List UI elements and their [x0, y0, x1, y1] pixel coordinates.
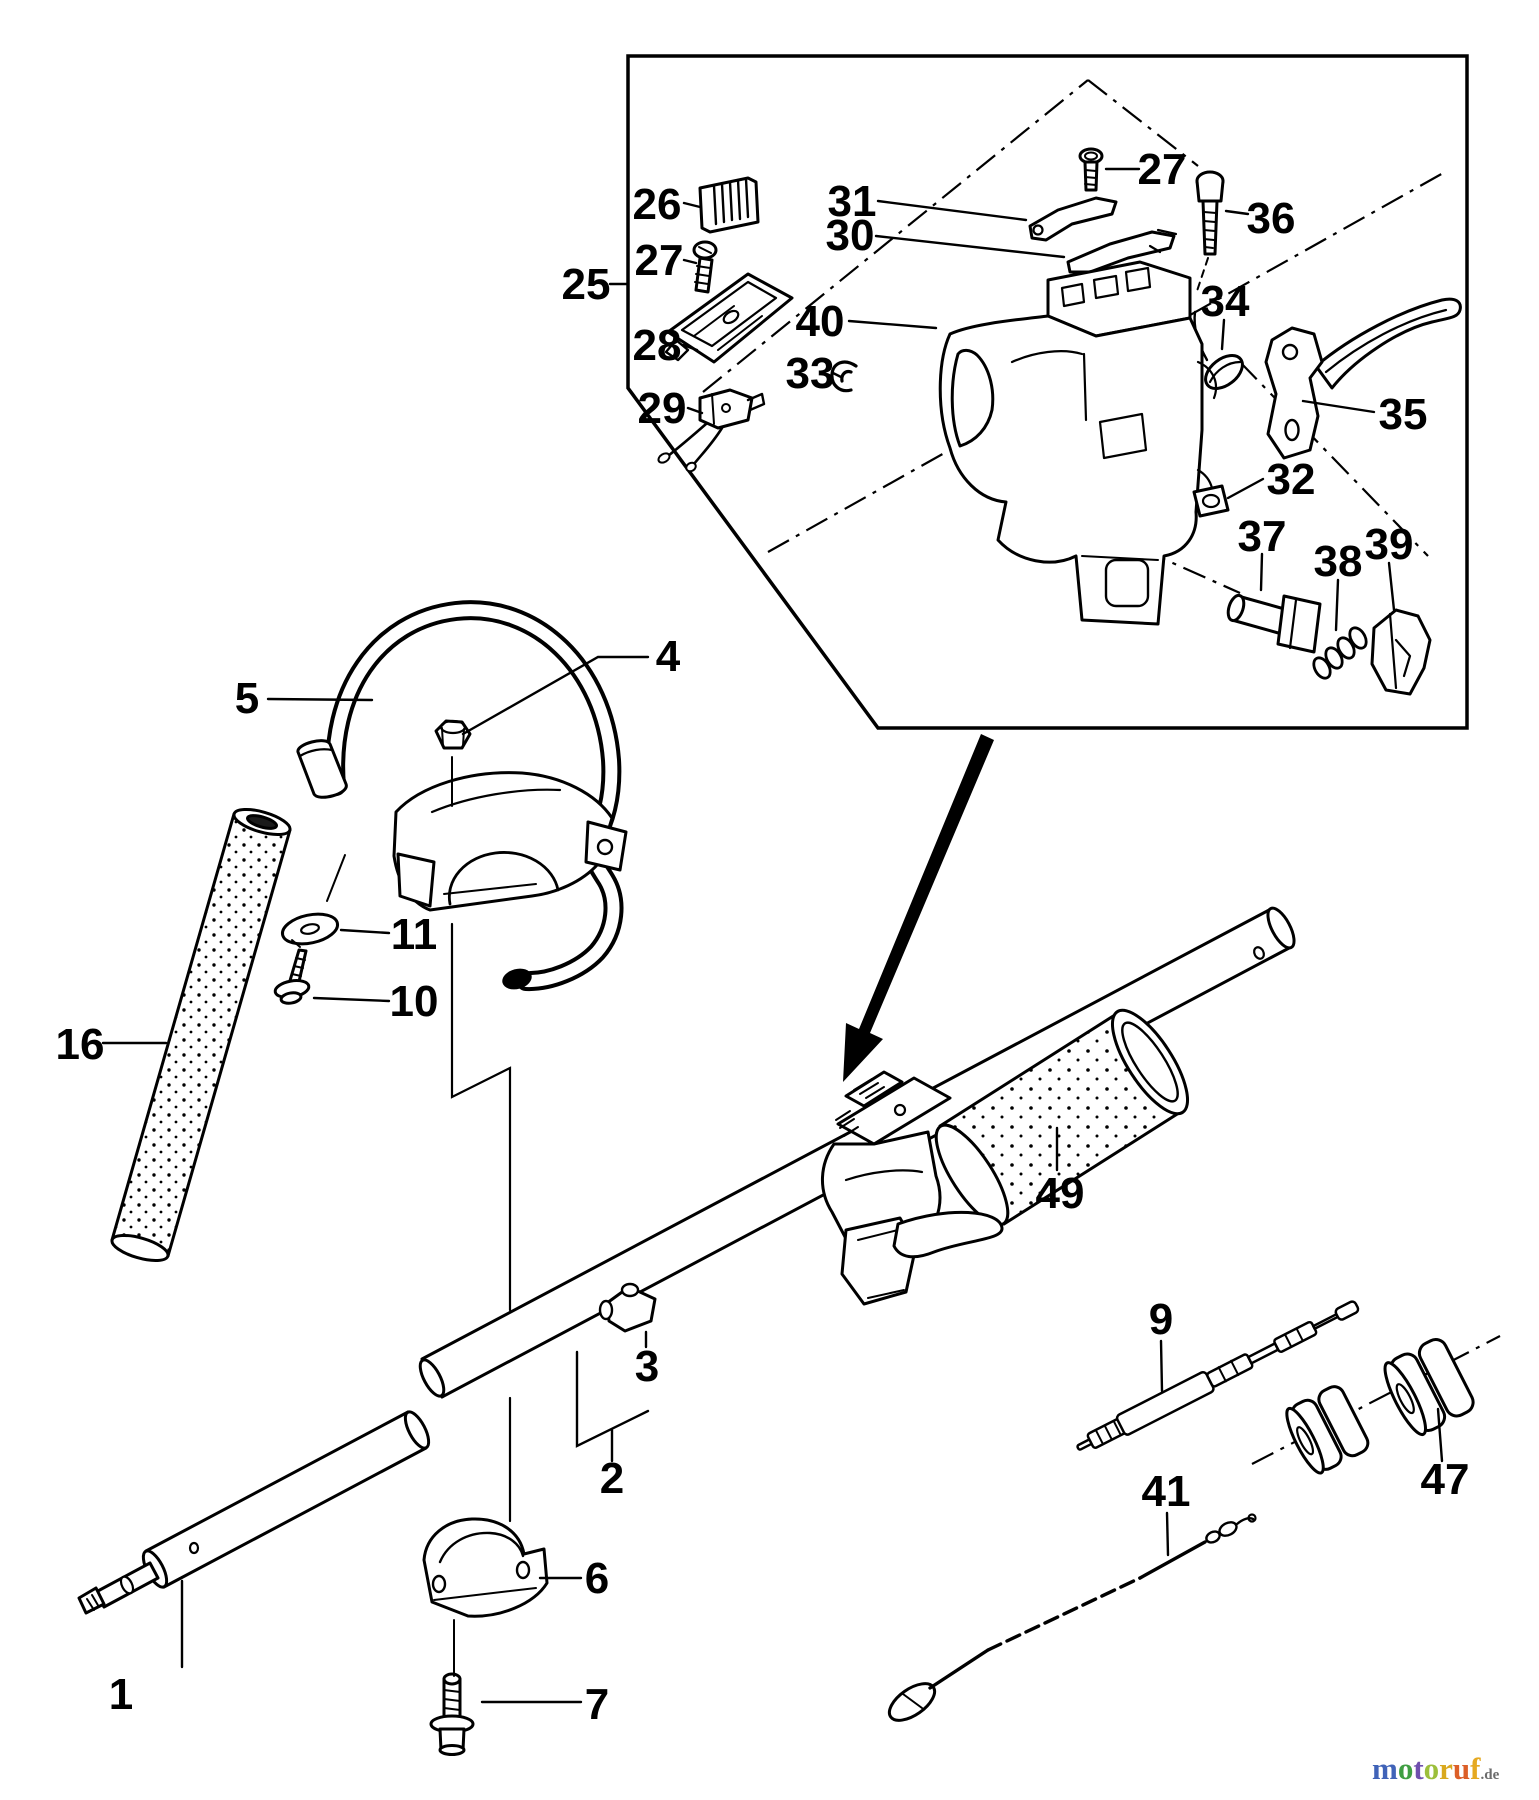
throttle-housing-assembly	[820, 1070, 1004, 1306]
part-47-bushings	[1285, 1338, 1475, 1475]
part-label-47: 47	[1421, 1455, 1470, 1504]
part-label-38: 38	[1314, 537, 1363, 586]
part-36-screw	[1195, 170, 1225, 295]
logo-letter: f	[1470, 1751, 1481, 1786]
part-4-nut	[434, 719, 472, 750]
part-37-stop-knob	[1226, 593, 1322, 654]
part-label-31: 31	[828, 177, 877, 226]
part-3-cable-clip	[598, 1282, 657, 1333]
part-label-39: 39	[1365, 520, 1414, 569]
part-39-cover	[1370, 608, 1432, 696]
part-38-spring	[1312, 626, 1368, 680]
part-label-11: 11	[391, 910, 438, 959]
part-label-16: 16	[56, 1020, 105, 1069]
part-30-lever	[1066, 228, 1178, 274]
part-label-4: 4	[656, 632, 681, 681]
part-7-clamp-screw	[429, 1672, 475, 1756]
part-35-throttle-lever	[1264, 297, 1462, 460]
part-label-3: 3	[635, 1342, 659, 1391]
motoruf-logo-suffix: .de	[1480, 1767, 1500, 1783]
part-label-9: 9	[1149, 1295, 1173, 1344]
leader-lines	[101, 167, 1444, 1704]
part-label-10: 10	[390, 977, 439, 1026]
handle-grommet	[296, 739, 348, 799]
part-32-nut	[1192, 484, 1230, 518]
part-label-5: 5	[235, 674, 259, 723]
part-6-clamp-half	[422, 1517, 549, 1618]
part-9-throttle-cable	[1076, 1300, 1360, 1451]
part-16-foam-grip-tube	[110, 807, 292, 1263]
part-label-29: 29	[638, 384, 687, 433]
part-label-1: 1	[109, 1670, 133, 1719]
part-label-30: 30	[826, 211, 875, 260]
part-label-41: 41	[1142, 1467, 1191, 1516]
part-40-throttle-housing	[938, 260, 1218, 626]
part-49-foam-grip	[934, 1008, 1190, 1227]
logo-letter: o	[1423, 1751, 1440, 1786]
logo-letter: r	[1439, 1751, 1453, 1786]
logo-letter: t	[1413, 1751, 1424, 1786]
part-label-35: 35	[1379, 390, 1428, 439]
part-27-screw-left	[692, 240, 718, 294]
part-label-7: 7	[585, 1680, 609, 1729]
detail-pointer-arrow	[843, 734, 994, 1082]
part-label-32: 32	[1267, 455, 1316, 504]
part-33-c-clip	[830, 360, 858, 393]
part-29-wire-harness	[657, 388, 766, 473]
part-label-28: 28	[633, 321, 682, 370]
motoruf-logo-word: motoruf	[1372, 1751, 1481, 1786]
part-label-25: 25	[562, 260, 611, 309]
part-label-34: 34	[1201, 277, 1250, 326]
part-41-switch-wire	[887, 1513, 1257, 1722]
part-label-2: 2	[600, 1454, 624, 1503]
part-label-27: 27	[1138, 145, 1187, 194]
part-label-26: 26	[633, 180, 682, 229]
part-10-screw	[273, 948, 311, 1005]
part-31-lever	[1028, 196, 1118, 242]
construction-lines	[702, 79, 1501, 1465]
main-shaft-tube-lower	[77, 1410, 431, 1615]
part-11-washer	[280, 912, 340, 948]
part-label-40: 40	[796, 297, 845, 346]
handle-clamp-bracket	[392, 771, 628, 912]
logo-letter: u	[1452, 1751, 1471, 1786]
part-5-loop-handle	[325, 600, 624, 992]
motoruf-logo: motoruf.de	[1372, 1752, 1499, 1792]
part-27-screw-top	[1078, 147, 1104, 192]
part-label-6: 6	[585, 1554, 609, 1603]
logo-letter: m	[1372, 1751, 1398, 1786]
part-label-49: 49	[1036, 1169, 1085, 1218]
logo-letter: o	[1397, 1751, 1414, 1786]
part-28-bracket-plate	[664, 272, 794, 364]
part-label-27: 27	[635, 236, 684, 285]
part-label-36: 36	[1247, 194, 1296, 243]
part-label-37: 37	[1238, 512, 1287, 561]
part-label-33: 33	[786, 349, 835, 398]
part-26-switch-block	[698, 176, 760, 234]
inset-detail-box	[626, 54, 1469, 730]
